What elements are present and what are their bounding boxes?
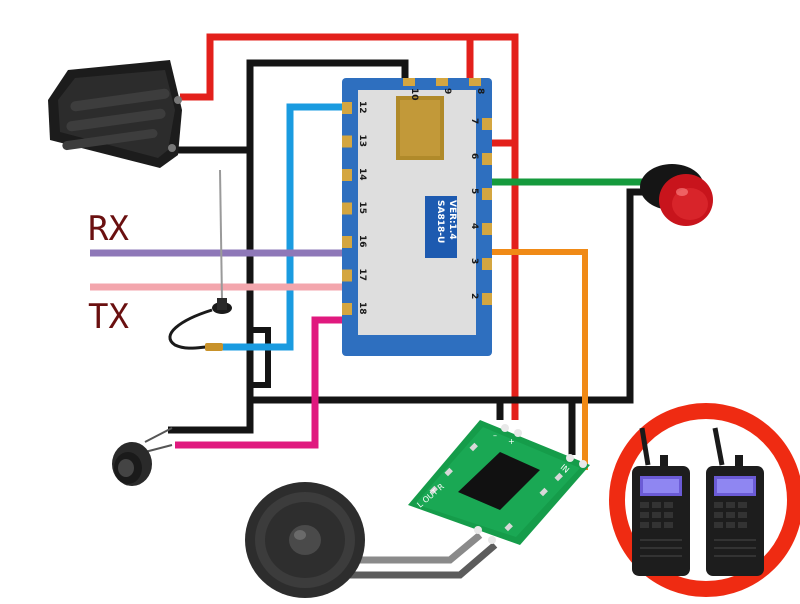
pin-17-pad — [342, 269, 352, 282]
blue-antenna-wire — [222, 103, 350, 351]
black-mic-ground-wire — [168, 400, 254, 434]
black-ground-top-wire — [246, 59, 409, 400]
pin-15-number: 15 — [357, 202, 367, 215]
handheld-radio-right — [706, 427, 764, 576]
pin-12-number: 12 — [357, 101, 367, 114]
pin-7-number: 7 — [469, 118, 479, 124]
wires — [90, 33, 645, 579]
amp-minus-label: – — [493, 431, 497, 440]
pin-17-number: 17 — [357, 269, 367, 282]
pin-9-pad — [436, 78, 448, 86]
pin-16-number: 16 — [357, 235, 367, 248]
pin-4-number: 4 — [469, 223, 479, 229]
pin-14-pad — [342, 169, 352, 181]
orange-audio-wire — [485, 249, 588, 470]
pin-8-number: 8 — [475, 88, 485, 94]
battery-holder — [48, 60, 182, 168]
pin-13-number: 13 — [357, 135, 367, 148]
pin-3-number: 3 — [469, 258, 479, 264]
antenna — [168, 169, 232, 351]
pin-9-number: 9 — [442, 88, 452, 94]
pin-6-number: 6 — [469, 153, 479, 159]
pin-13-pad — [342, 135, 352, 148]
handheld-radio-left — [632, 427, 690, 576]
black-antenna-wire — [250, 327, 271, 388]
rx-label: RX — [88, 209, 129, 249]
magenta-mic-wire — [175, 316, 350, 449]
pin-5-number: 5 — [469, 188, 479, 194]
pin-18-pad — [342, 303, 352, 315]
red-power-wire — [180, 33, 519, 420]
pin-10-pad — [403, 78, 415, 86]
black-ground-bus-wire — [250, 188, 645, 404]
pin-3-pad — [482, 258, 492, 270]
tx-label: TX — [88, 297, 129, 337]
speaker — [245, 482, 365, 598]
amplifier-board: + – L OUT R IN — [408, 420, 590, 545]
pin-10-number: 10 — [409, 88, 419, 101]
chip-label-line1: SA818-U — [435, 200, 445, 243]
pin-18-number: 18 — [357, 302, 367, 315]
pin-5-pad — [482, 188, 492, 200]
speaker-wire-1 — [350, 532, 483, 564]
pin-2-pad — [482, 293, 492, 305]
chip-label-line2: VER:1.4 — [447, 200, 457, 240]
pin-2-number: 2 — [469, 293, 479, 299]
pin-7-pad — [482, 118, 492, 130]
microphone — [112, 427, 173, 486]
speaker-wire-2 — [350, 542, 498, 579]
pin-8-pad — [469, 78, 481, 86]
pin-14-number: 14 — [357, 168, 367, 181]
pin-16-pad — [342, 236, 352, 248]
push-button — [640, 164, 713, 226]
amp-plus-label: + — [508, 437, 515, 446]
radio-circle — [609, 403, 800, 597]
pin-12-pad — [342, 102, 352, 114]
pin-15-pad — [342, 202, 352, 215]
module-pins: 12 13 14 15 16 17 18 7 6 5 4 3 2 10 9 8 — [342, 78, 492, 315]
pin-4-pad — [482, 223, 492, 235]
pin-6-pad — [482, 153, 492, 165]
sa818-module: SA818-U VER:1.4 12 13 14 15 16 17 18 7 6 5 4 3 2 10 9 8 — [342, 78, 492, 356]
